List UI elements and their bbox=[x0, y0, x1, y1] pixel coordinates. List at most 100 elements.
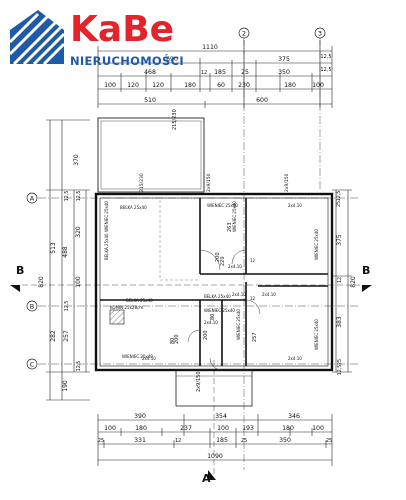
label-wieniec-3: WIENIEC 25x40 bbox=[314, 229, 319, 260]
svg-text:383: 383 bbox=[336, 316, 343, 328]
svg-text:25: 25 bbox=[337, 359, 343, 365]
axis-label-A: A bbox=[30, 195, 35, 203]
svg-text:2x4.10: 2x4.10 bbox=[204, 320, 218, 325]
dim-top-r3-g: 180 bbox=[284, 82, 296, 89]
svg-text:185: 185 bbox=[216, 437, 228, 444]
svg-text:820: 820 bbox=[38, 276, 45, 288]
svg-text:282: 282 bbox=[50, 330, 57, 342]
top-dimension-labels: 1110 690 375 12,5 468 12 185 25 350 12,5… bbox=[104, 44, 331, 104]
svg-text:200: 200 bbox=[215, 252, 221, 262]
chimney bbox=[109, 309, 125, 325]
dashed-guides bbox=[159, 200, 200, 281]
label-wieniec-6: WIENIEC 25x40 bbox=[236, 309, 241, 340]
svg-text:12,5: 12,5 bbox=[76, 191, 82, 202]
right-dimension-chains bbox=[332, 189, 352, 373]
dim-top-r3-d: 180 bbox=[184, 82, 196, 89]
svg-text:1090: 1090 bbox=[207, 453, 223, 460]
left-dimension-chains bbox=[46, 119, 90, 401]
axis-label-2: 2 bbox=[242, 30, 246, 38]
dim-top-r3-e: 60 bbox=[217, 82, 225, 89]
axis-label-C: C bbox=[30, 361, 35, 369]
dim-top-r3-f: 230 bbox=[238, 82, 250, 89]
axis-label-3: 3 bbox=[318, 30, 322, 38]
svg-text:100: 100 bbox=[312, 425, 324, 432]
section-B-left: B bbox=[16, 264, 24, 277]
svg-text:12,5: 12,5 bbox=[64, 191, 70, 202]
label-wieniec-8: WIENIEC 25x40 bbox=[204, 308, 235, 313]
dim-top-r4-a: 510 bbox=[144, 97, 156, 104]
svg-text:100: 100 bbox=[75, 276, 82, 288]
svg-text:2x4.10: 2x4.10 bbox=[232, 292, 246, 297]
dim-top-r3-a: 100 bbox=[104, 82, 116, 89]
dim-top-r3-h: 100 bbox=[312, 82, 324, 89]
label-wieniec-5: WIENIEC 25x40 bbox=[104, 201, 109, 232]
interior-walls bbox=[100, 198, 328, 366]
svg-text:215/230: 215/230 bbox=[139, 173, 145, 192]
svg-text:257: 257 bbox=[63, 330, 70, 342]
room-small-labels: 2x4.10 2x4.10 2x4.10 2x4.10 2x4.10 2x4.1… bbox=[142, 203, 302, 361]
svg-text:80: 80 bbox=[170, 338, 176, 344]
svg-text:12: 12 bbox=[337, 277, 343, 283]
left-axis-markers: A B C bbox=[26, 192, 360, 370]
section-A-bottom: A bbox=[202, 472, 211, 485]
svg-text:12,5: 12,5 bbox=[64, 301, 70, 312]
right-dimension-labels: 12,5 25 375 12 820 383 25 12,5 bbox=[336, 191, 357, 376]
svg-text:220: 220 bbox=[220, 256, 226, 266]
svg-text:12: 12 bbox=[250, 258, 256, 263]
svg-text:513: 513 bbox=[50, 242, 57, 254]
top-dimension-chains bbox=[97, 40, 333, 108]
svg-text:12: 12 bbox=[175, 438, 181, 444]
roof-icon bbox=[8, 10, 66, 66]
svg-text:12: 12 bbox=[250, 296, 256, 301]
svg-text:2x4.10: 2x4.10 bbox=[142, 356, 156, 361]
svg-text:320: 320 bbox=[75, 226, 82, 238]
svg-text:2x4.10: 2x4.10 bbox=[262, 292, 276, 297]
window-notes: 215/230 2x9/150 2x9/150 12 12 bbox=[139, 173, 290, 301]
dim-top-r1-a: 690 bbox=[166, 56, 178, 63]
bottom-dimension-labels: 390 354 346 100 180 237 100 193 180 100 … bbox=[98, 413, 332, 460]
top-axis-markers: 2 3 bbox=[238, 27, 326, 470]
axis-label-B: B bbox=[30, 303, 34, 311]
svg-text:375: 375 bbox=[336, 234, 343, 246]
entrance-porch: 2x9/150 bbox=[175, 369, 253, 407]
svg-text:200: 200 bbox=[174, 334, 180, 344]
svg-text:193: 193 bbox=[242, 425, 254, 432]
svg-text:100: 100 bbox=[217, 425, 229, 432]
label-wieniec-4: WIENIEC 25x40 bbox=[314, 319, 319, 350]
door-swings bbox=[187, 249, 261, 371]
svg-text:2x4.10: 2x4.10 bbox=[288, 356, 302, 361]
label-belka-2: BELKA 25x40 bbox=[126, 298, 153, 303]
label-wieniec-7: WIENIEC 25x40 bbox=[122, 354, 153, 359]
svg-text:488: 488 bbox=[62, 246, 69, 258]
svg-text:12,5: 12,5 bbox=[337, 365, 343, 376]
svg-text:2x9/150: 2x9/150 bbox=[206, 173, 212, 192]
dim-top-r2-a: 468 bbox=[144, 69, 156, 76]
svg-text:25: 25 bbox=[98, 438, 104, 444]
terrace-outline: 215/230 bbox=[97, 109, 205, 193]
bottom-dimension-chains bbox=[97, 414, 333, 466]
svg-text:350: 350 bbox=[279, 437, 291, 444]
label-wieniec-1: WIENIEC 25x40 bbox=[207, 203, 238, 208]
svg-text:354: 354 bbox=[215, 413, 227, 420]
section-markers: B B A bbox=[10, 264, 372, 485]
dim-top-r1-b: 375 bbox=[278, 56, 290, 63]
svg-text:2x4.10: 2x4.10 bbox=[228, 264, 242, 269]
label-belka-3: BELKA 25x40 bbox=[104, 233, 109, 260]
svg-text:2x4.10: 2x4.10 bbox=[288, 203, 302, 208]
svg-text:180: 180 bbox=[135, 425, 147, 432]
building-walls bbox=[94, 192, 334, 372]
svg-text:331: 331 bbox=[134, 437, 146, 444]
dim-top-r3-c: 120 bbox=[152, 82, 164, 89]
svg-text:190: 190 bbox=[62, 380, 69, 392]
brand-logo: KaBe NIERUCHOMOŚCI bbox=[8, 8, 184, 70]
svg-text:2x9/150: 2x9/150 bbox=[196, 371, 202, 392]
dim-top-r1-c: 12,5 bbox=[320, 54, 331, 60]
brand-tagline: NIERUCHOMOŚCI bbox=[70, 54, 184, 68]
svg-text:346: 346 bbox=[288, 413, 300, 420]
svg-text:237: 237 bbox=[180, 425, 192, 432]
svg-text:80: 80 bbox=[210, 314, 216, 320]
label-belka-1: BELKA 25x40 bbox=[120, 205, 147, 210]
svg-text:12,5: 12,5 bbox=[76, 361, 82, 372]
svg-text:12,5: 12,5 bbox=[336, 191, 342, 202]
